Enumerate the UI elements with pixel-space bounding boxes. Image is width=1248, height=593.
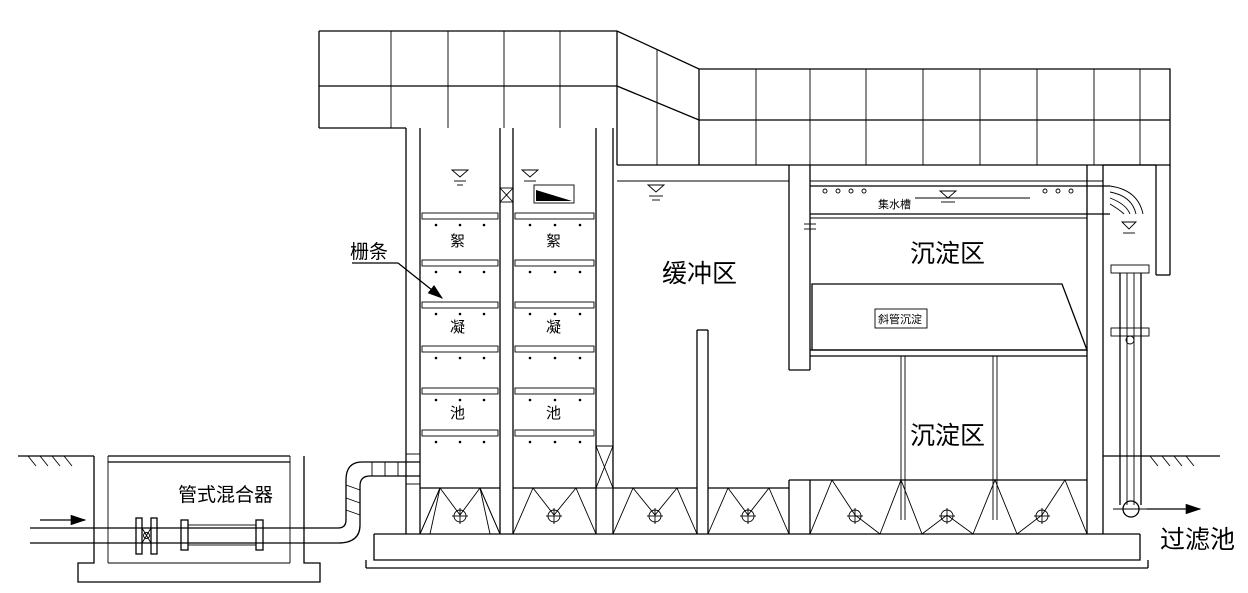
- buffer-zone-label: 缓冲区: [662, 259, 737, 288]
- sludge-hopper-icon: [419, 478, 1088, 535]
- mixer-label: 管式混合器: [178, 484, 273, 506]
- inlet-pipe: [30, 453, 420, 544]
- outlet-pipe: [1110, 264, 1150, 518]
- mixer-pit: [77, 455, 321, 583]
- water-level-icon: [450, 169, 1138, 234]
- tank-structure: [365, 128, 1171, 569]
- grille-label: 栅条: [350, 241, 388, 263]
- floc-label-left-2: 凝: [450, 318, 465, 336]
- floc-label-left-1: 絮: [450, 232, 465, 250]
- collector-label: 集水槽: [878, 197, 911, 211]
- settling-zone-upper-label: 沉淀区: [910, 239, 985, 268]
- collector-channel: [804, 180, 1144, 230]
- ground-hatch-icon: [18, 455, 1220, 467]
- floc-label-right-1: 絮: [546, 232, 561, 250]
- roof-grid: [318, 30, 1171, 534]
- floc-label-right-2: 凝: [546, 318, 561, 336]
- grille-arrow-icon: [397, 262, 444, 299]
- gate-valve-icon: [135, 517, 158, 555]
- floc-label-left-3: 池: [450, 404, 465, 422]
- inclined-tube-pack: [810, 283, 1088, 357]
- settling-zone-lower-label: 沉淀区: [910, 421, 985, 450]
- flocculation-tank: [421, 184, 614, 489]
- valve-dots: [434, 223, 582, 444]
- floc-label-right-3: 池: [546, 404, 561, 422]
- channel-valve-icon: [499, 187, 514, 203]
- support-posts: [900, 356, 998, 520]
- overflow-box: [533, 184, 575, 204]
- inclined-tube-label: 斜管沉淀: [878, 312, 922, 326]
- mixer-flange-icon: [180, 519, 264, 551]
- sludge-valve-icon: [452, 508, 1050, 524]
- filter-label: 过滤池: [1160, 525, 1235, 554]
